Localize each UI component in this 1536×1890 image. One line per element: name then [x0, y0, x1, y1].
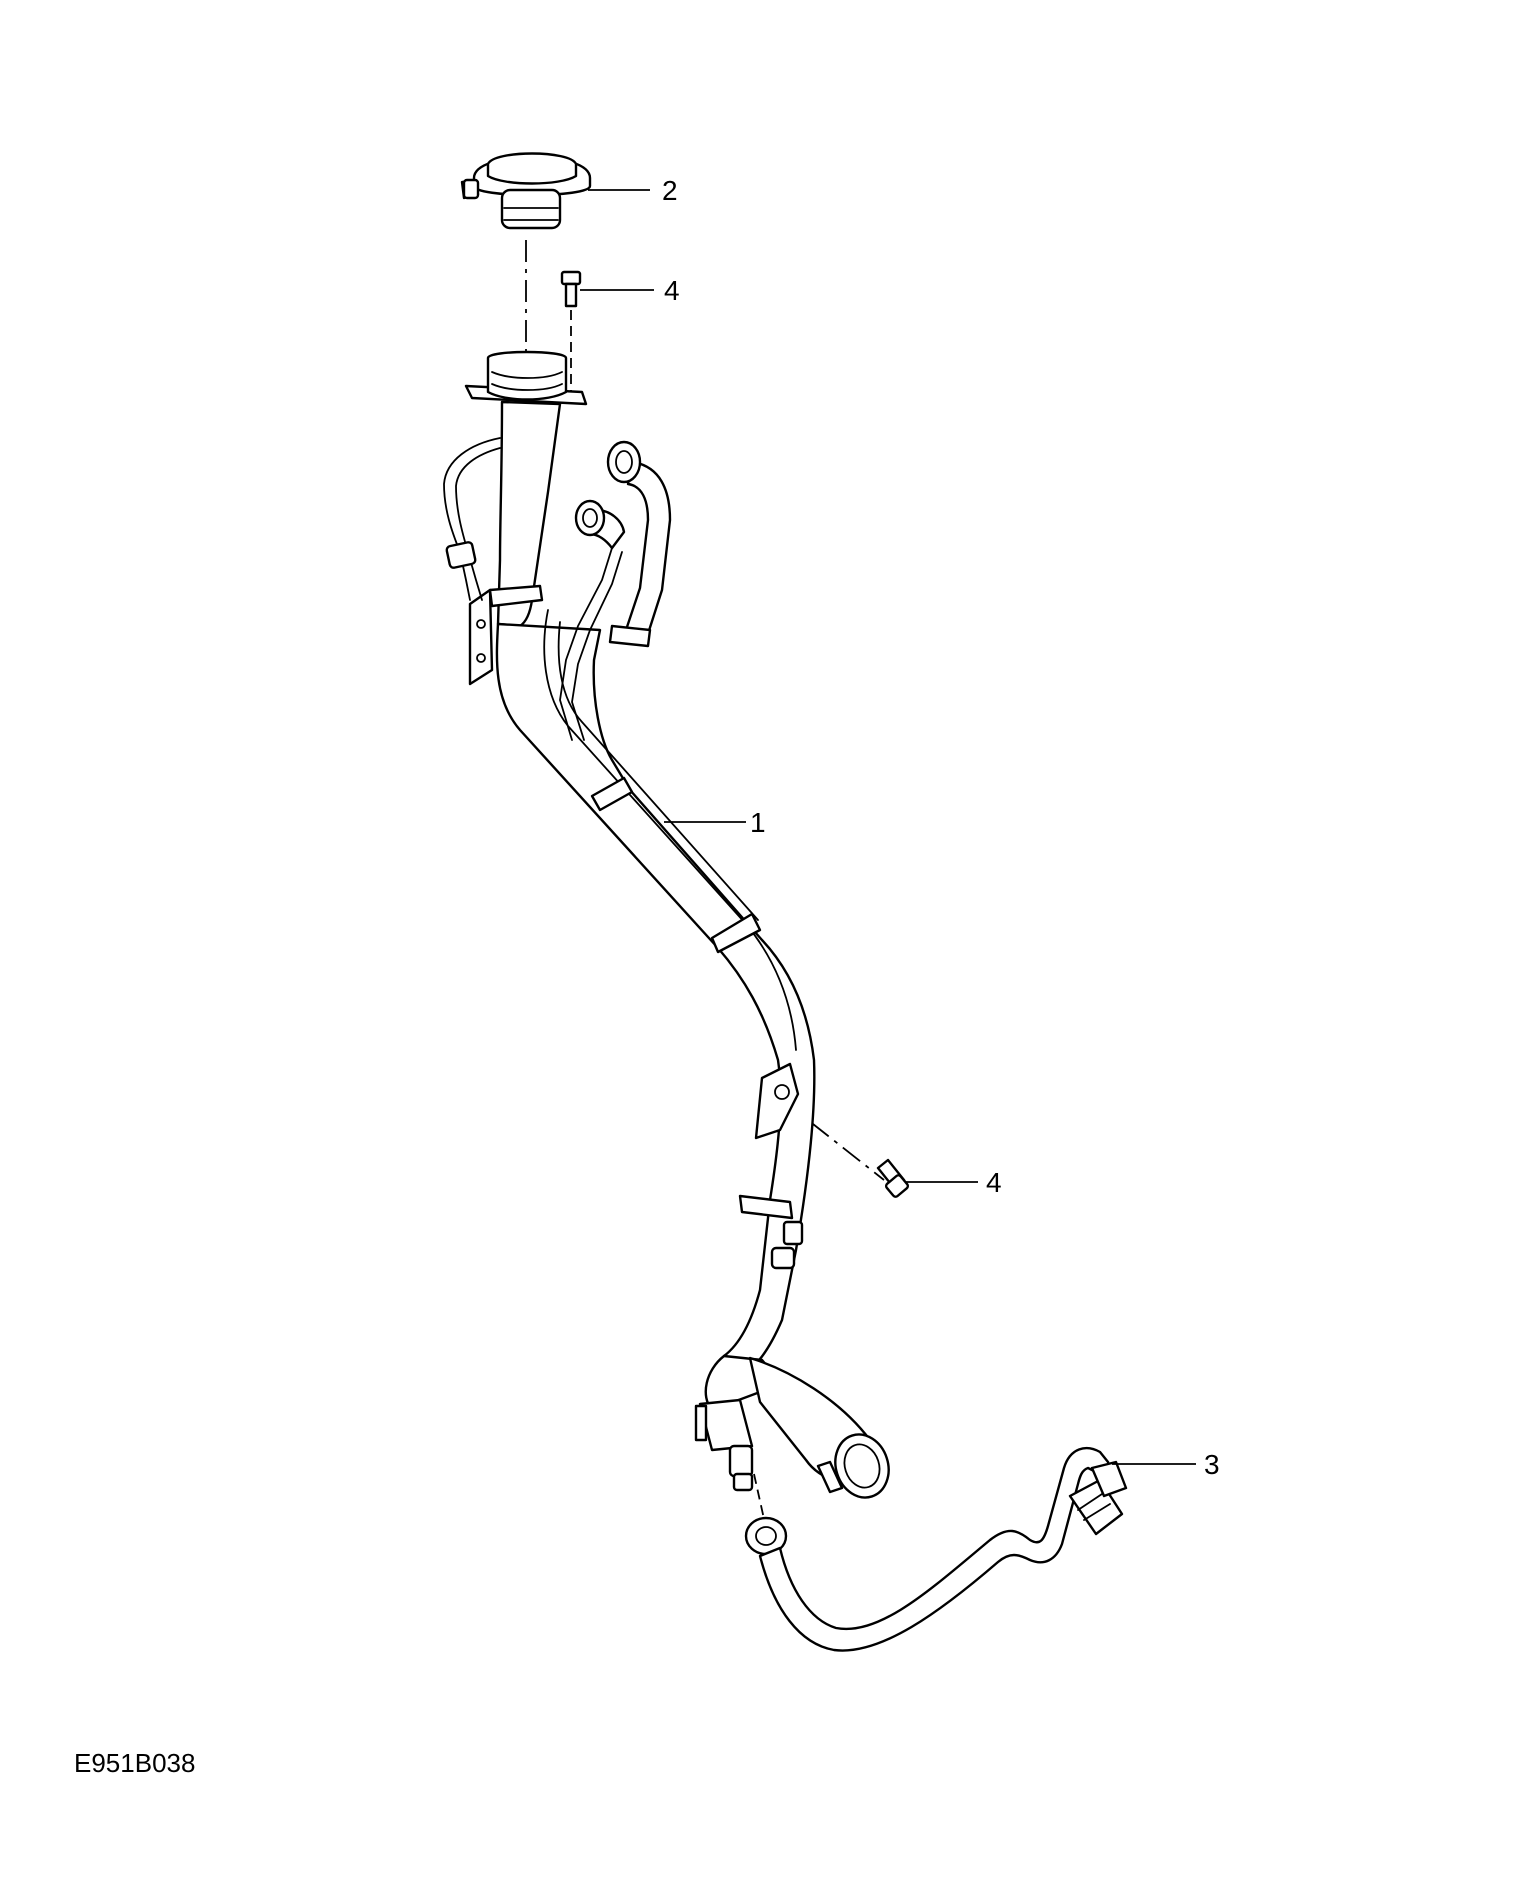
vent-tubes — [559, 440, 672, 741]
callout-bolt-lower: 4 — [986, 1167, 1002, 1198]
figure-code: E951B038 — [74, 1748, 196, 1778]
callout-filler-cap: 2 — [662, 175, 678, 206]
vent-hose — [744, 1447, 1128, 1652]
assembly-line-bolt-lower — [779, 1097, 885, 1181]
filler-cap — [460, 152, 592, 230]
bolt-top — [560, 270, 582, 308]
bolt-lower — [876, 1158, 910, 1198]
callout-bolt-top: 4 — [664, 275, 680, 306]
callout-filler-pipe: 1 — [750, 807, 766, 838]
filler-pipe — [443, 350, 890, 1499]
assembly-line-hose — [753, 1473, 767, 1529]
callout-vent-hose: 3 — [1204, 1449, 1220, 1480]
